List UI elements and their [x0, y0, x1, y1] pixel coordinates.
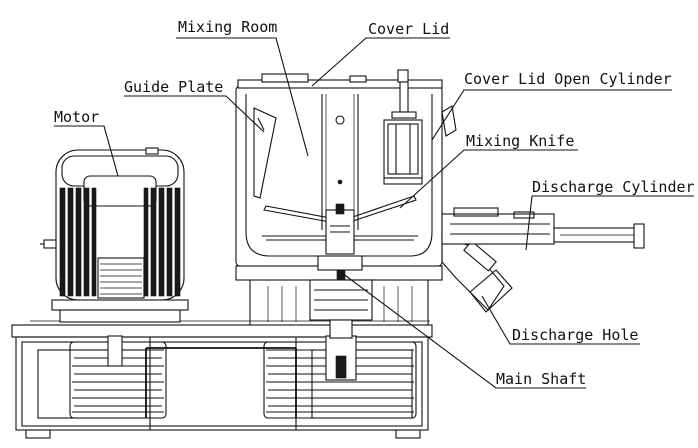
base-frame [11, 320, 433, 439]
discharge-cylinder [441, 207, 645, 249]
label-mixing-knife: Mixing Knife [466, 132, 574, 150]
label-main-shaft: Main Shaft [496, 370, 586, 388]
guide-plate [253, 107, 277, 199]
leader-lines [54, 37, 694, 389]
label-motor: Motor [54, 108, 99, 126]
cover-lid [237, 69, 443, 89]
cover-lid-open-cylinder [383, 81, 457, 185]
label-discharge-hole: Discharge Hole [512, 326, 638, 344]
label-cover-lid-open-cylinder: Cover Lid Open Cylinder [464, 70, 672, 88]
label-cover-lid: Cover Lid [368, 20, 449, 38]
label-guide-plate: Guide Plate [124, 78, 223, 96]
belt-guard-left [69, 335, 167, 419]
motor-terminal-box [97, 257, 145, 299]
label-discharge-cylinder: Discharge Cylinder [532, 178, 695, 196]
discharge-hole [441, 235, 513, 313]
mixing-knife [262, 195, 418, 255]
main-shaft [309, 255, 373, 339]
label-mixing-room: Mixing Room [178, 18, 277, 36]
motor-cooling-fins [59, 187, 181, 297]
motor [40, 147, 189, 323]
belt-guard-right [145, 335, 417, 419]
